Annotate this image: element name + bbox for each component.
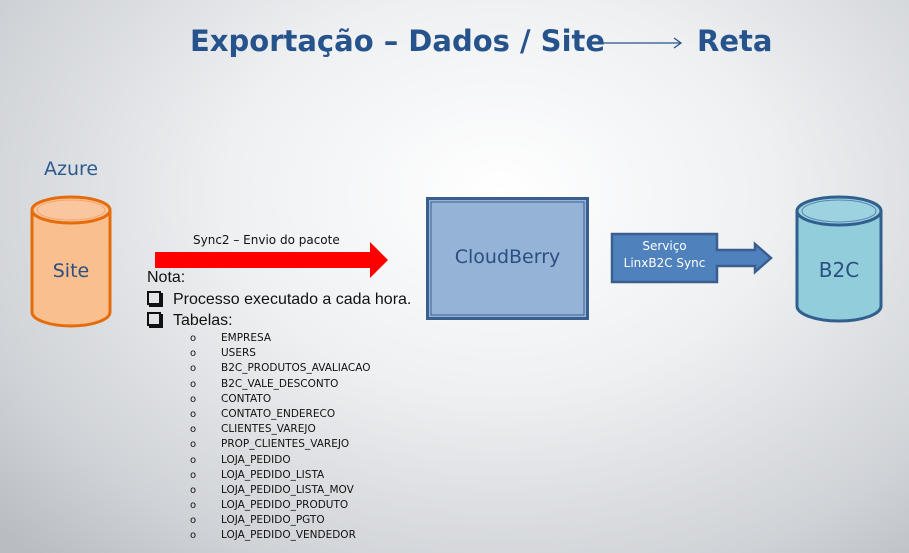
circle-bullet-icon: o bbox=[190, 454, 197, 466]
table-list-item: o USERS bbox=[190, 347, 370, 362]
table-list-item: o B2C_VALE_DESCONTO bbox=[190, 378, 370, 393]
table-name: CONTATO_ENDERECO bbox=[221, 407, 336, 420]
service-arrow-icon bbox=[610, 232, 773, 284]
circle-bullet-icon: o bbox=[190, 515, 197, 527]
table-name: LOJA_PEDIDO_LISTA bbox=[221, 468, 325, 481]
table-list-item: o LOJA_PEDIDO_VENDEDOR bbox=[190, 529, 370, 544]
circle-bullet-icon: o bbox=[190, 530, 197, 542]
circle-bullet-icon: o bbox=[190, 348, 197, 360]
table-name: LOJA_PEDIDO bbox=[221, 453, 291, 466]
table-list-item: o CONTATO bbox=[190, 393, 370, 408]
service-line1: Serviço bbox=[642, 239, 687, 253]
table-name: CLIENTES_VAREJO bbox=[221, 423, 316, 436]
sync-arrow-icon bbox=[155, 242, 388, 278]
title-arrow-icon bbox=[592, 37, 683, 49]
table-name: B2C_VALE_DESCONTO bbox=[221, 377, 339, 390]
table-list-item: o PROP_CLIENTES_VAREJO bbox=[190, 438, 370, 453]
circle-bullet-icon: o bbox=[190, 484, 197, 496]
title-target: Reta bbox=[697, 24, 773, 58]
table-list-item: o LOJA_PEDIDO bbox=[190, 454, 370, 469]
checkbox-bullet-icon bbox=[147, 312, 161, 326]
circle-bullet-icon: o bbox=[190, 378, 197, 390]
b2c-label: B2C bbox=[818, 258, 860, 282]
table-list-item: o CONTATO_ENDERECO bbox=[190, 408, 370, 423]
notes-heading: Nota: bbox=[147, 269, 186, 286]
table-list-item: o LOJA_PEDIDO_PGTO bbox=[190, 514, 370, 529]
b2c-database-icon bbox=[795, 195, 883, 323]
checkbox-bullet-icon bbox=[147, 291, 161, 305]
table-list-item: o EMPRESA bbox=[190, 332, 370, 347]
table-name: EMPRESA bbox=[221, 332, 271, 344]
table-name: LOJA_PEDIDO_PGTO bbox=[221, 514, 325, 527]
circle-bullet-icon: o bbox=[190, 439, 197, 451]
table-name: LOJA_PEDIDO_LISTA_MOV bbox=[221, 483, 354, 496]
circle-bullet-icon: o bbox=[190, 333, 197, 344]
azure-label: Azure bbox=[44, 158, 99, 180]
slide-title: Exportação – Dados / Site bbox=[190, 24, 606, 58]
table-name: USERS bbox=[221, 347, 256, 360]
site-label: Site bbox=[52, 260, 90, 282]
note-text: Tabelas: bbox=[173, 312, 233, 329]
site-database-icon bbox=[30, 195, 112, 328]
circle-bullet-icon: o bbox=[190, 469, 197, 481]
table-name: PROP_CLIENTES_VAREJO bbox=[221, 438, 350, 451]
note-text: Processo executado a cada hora. bbox=[173, 291, 412, 308]
table-list-item: o LOJA_PEDIDO_LISTA_MOV bbox=[190, 484, 370, 499]
table-name: LOJA_PEDIDO_VENDEDOR bbox=[221, 529, 356, 542]
table-name: CONTATO bbox=[221, 392, 272, 405]
circle-bullet-icon: o bbox=[190, 424, 197, 436]
note-item: Tabelas: bbox=[147, 312, 233, 330]
service-label: Serviço LinxB2C Sync bbox=[612, 238, 717, 272]
circle-bullet-icon: o bbox=[190, 500, 197, 512]
table-list-item: o CLIENTES_VAREJO bbox=[190, 423, 370, 438]
table-list-item: o LOJA_PEDIDO_LISTA bbox=[190, 469, 370, 484]
table-name: B2C_PRODUTOS_AVALIACAO bbox=[221, 362, 371, 375]
note-item: Processo executado a cada hora. bbox=[147, 291, 411, 309]
service-line2: LinxB2C Sync bbox=[623, 256, 706, 270]
table-list-item: o LOJA_PEDIDO_PRODUTO bbox=[190, 499, 370, 514]
circle-bullet-icon: o bbox=[190, 393, 197, 405]
sync-arrow-label: Sync2 – Envio do pacote bbox=[193, 233, 340, 247]
cloudberry-box bbox=[426, 197, 589, 320]
circle-bullet-icon: o bbox=[190, 408, 197, 420]
cloudberry-label: CloudBerry bbox=[454, 246, 561, 268]
table-name: LOJA_PEDIDO_PRODUTO bbox=[221, 499, 349, 512]
table-list-item: o B2C_PRODUTOS_AVALIACAO bbox=[190, 362, 370, 377]
circle-bullet-icon: o bbox=[190, 363, 197, 375]
